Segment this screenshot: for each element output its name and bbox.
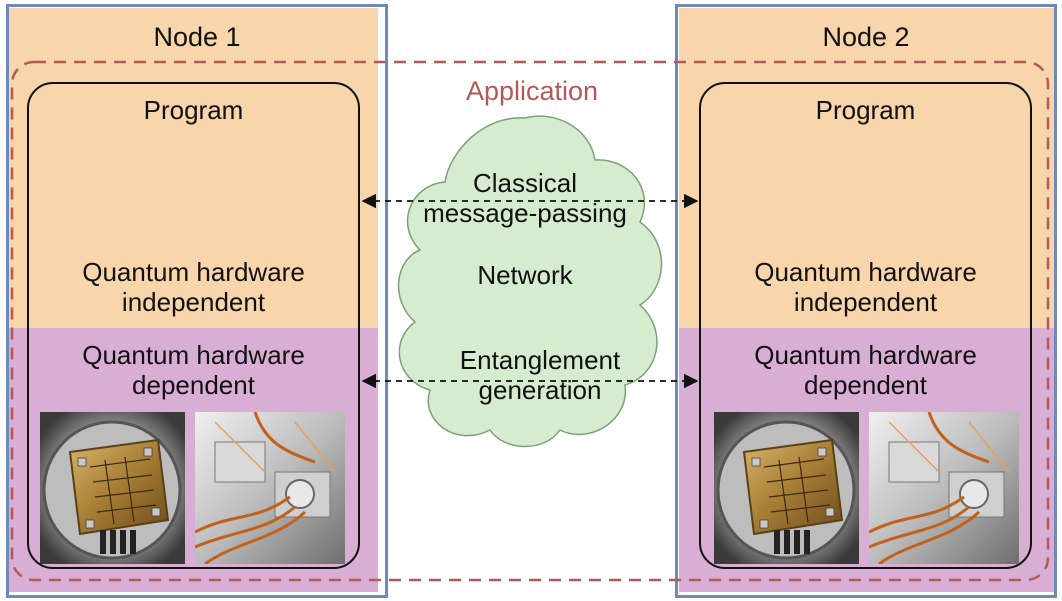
application-label: Application xyxy=(465,76,599,106)
chip-photo-svg-2 xyxy=(714,412,859,564)
classical-line1: Classical xyxy=(472,168,578,198)
node1-program-label: Program xyxy=(143,95,244,125)
node1-chip-photo xyxy=(40,412,185,564)
entanglement-line2: generation xyxy=(478,375,602,405)
node2-program-label: Program xyxy=(815,95,916,125)
node2-independent-label: Quantum hardware independent xyxy=(699,257,1032,317)
network-label: Network xyxy=(477,260,573,290)
node2-independent-line2: independent xyxy=(793,287,938,317)
application-boundary xyxy=(10,60,1050,582)
node1-box xyxy=(6,4,388,598)
entanglement-line1: Entanglement xyxy=(459,345,621,375)
node1-independent-line2: independent xyxy=(121,287,266,317)
node1-independent-line1: Quantum hardware xyxy=(82,257,305,287)
node2-dependent-line2: dependent xyxy=(804,370,927,400)
node1-dependent-line2: dependent xyxy=(132,370,255,400)
node1-independent-label: Quantum hardware independent xyxy=(27,257,360,317)
node2-dependent-line1: Quantum hardware xyxy=(754,340,977,370)
node1-dependent-label: Quantum hardware dependent xyxy=(27,340,360,400)
node2-optics-photo xyxy=(869,412,1019,564)
node2-program-box xyxy=(699,82,1032,569)
chip-photo-svg xyxy=(40,412,185,564)
classical-line2: message-passing xyxy=(423,198,627,228)
node2-box xyxy=(675,4,1057,598)
node1-optics-photo xyxy=(195,412,345,564)
classical-label: Classical message-passing xyxy=(400,168,650,228)
node1-dependent-line1: Quantum hardware xyxy=(82,340,305,370)
node2-dependent-label: Quantum hardware dependent xyxy=(699,340,1032,400)
node1-title: Node 1 xyxy=(153,22,241,52)
node1-program-box xyxy=(27,82,360,569)
optics-photo-svg-2 xyxy=(869,412,1019,564)
node2-chip-photo xyxy=(714,412,859,564)
entanglement-label: Entanglement generation xyxy=(415,345,665,405)
node2-title: Node 2 xyxy=(822,22,910,52)
optics-photo-svg xyxy=(195,412,345,564)
node2-independent-line1: Quantum hardware xyxy=(754,257,977,287)
